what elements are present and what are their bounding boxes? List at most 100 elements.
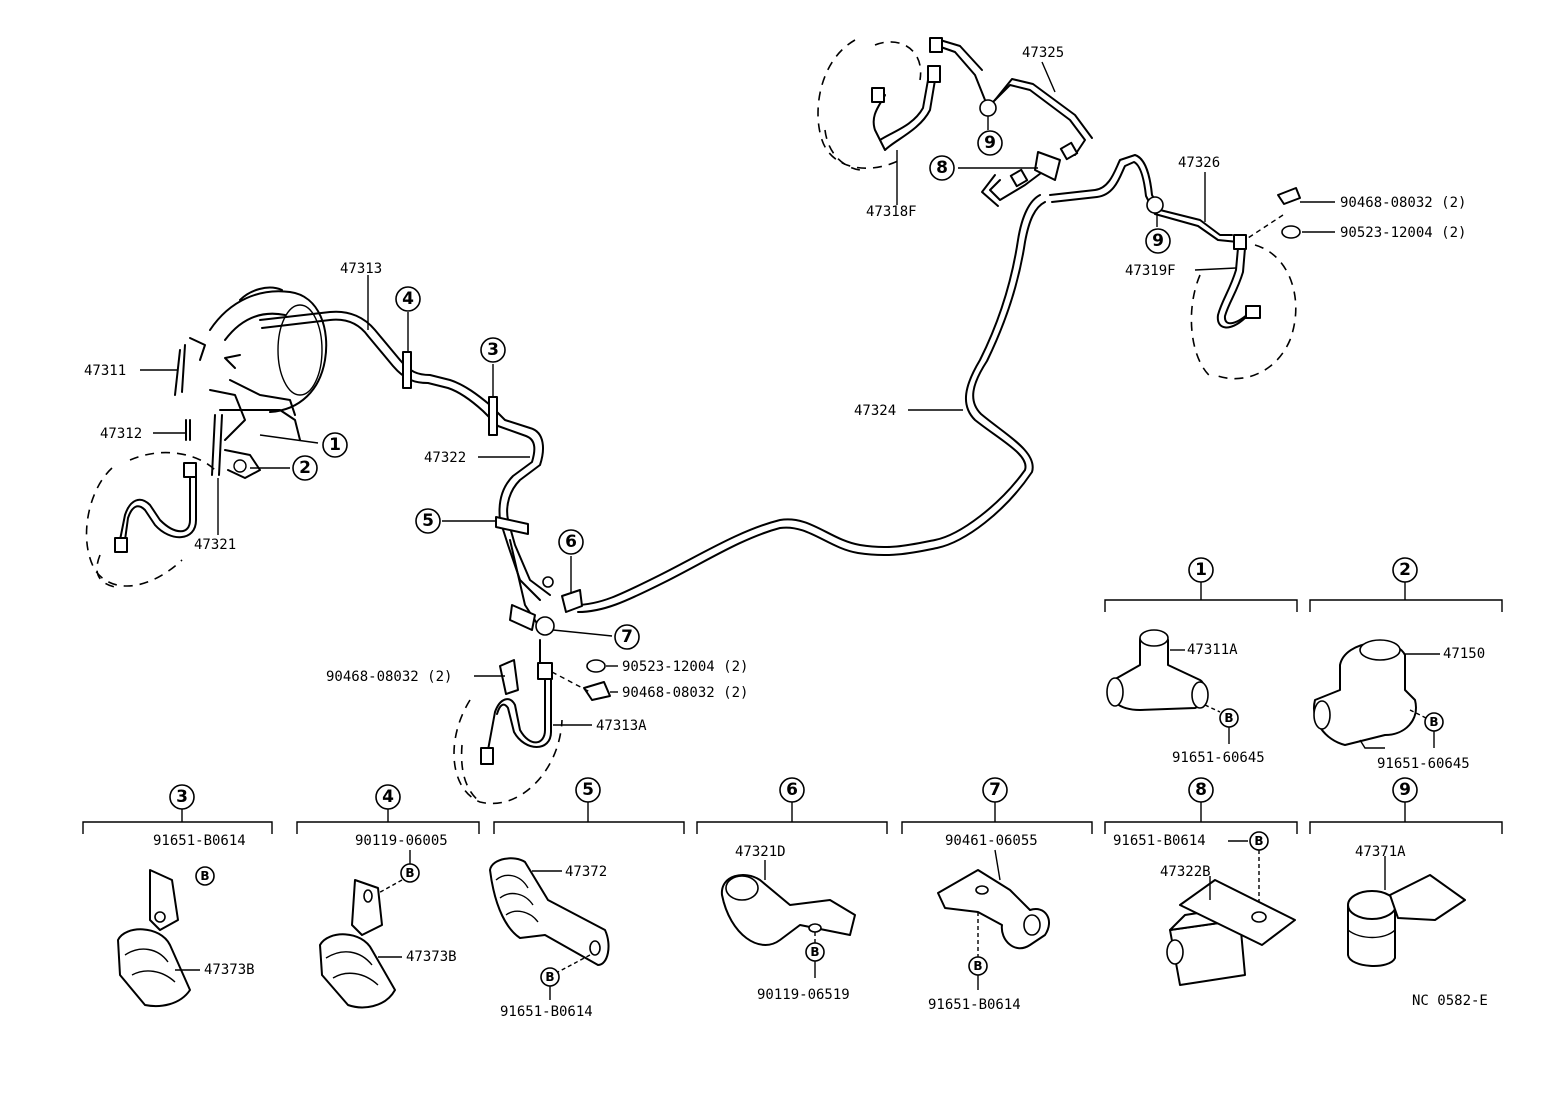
label-47371a: 47371A (1355, 844, 1406, 860)
svg-text:1: 1 (329, 435, 341, 455)
flex-hose-47313a (480, 639, 553, 765)
detail-panel-9: 9 47371A (1309, 777, 1503, 967)
svg-text:7: 7 (989, 780, 1001, 800)
label-47318f: 47318F (866, 204, 917, 220)
clamp-47373b-b (319, 879, 396, 1009)
callout-9-upper: 9 (977, 130, 1003, 156)
svg-text:4: 4 (402, 289, 414, 309)
main-labels: 4 7 3 2 5 47318F 47326 90468-08032 (2) 90523… (84, 45, 1466, 734)
label-90523-12004-mid: 90523-12004 (2) (622, 659, 748, 675)
svg-text:1: 1 (1195, 560, 1207, 580)
svg-text:9: 9 (1152, 231, 1164, 251)
label-90468-08032-mid: 90468-08032 (2) (622, 685, 748, 701)
clip-icon-90468-right (1277, 187, 1301, 205)
svg-text:B: B (973, 959, 982, 973)
svg-text:6: 6 (786, 780, 798, 800)
label-91651-60645-p2: 91651-60645 (1377, 756, 1470, 772)
label-47322: 47322 (424, 450, 466, 466)
clamp-47321d (720, 874, 856, 946)
callout-1: 1 (322, 432, 348, 458)
svg-text:B: B (200, 869, 209, 883)
brake-disc-front-left (85, 451, 216, 589)
svg-text:4: 4 (382, 787, 394, 807)
label-47313: 47313 (340, 261, 382, 277)
detail-panel-7: 7 90461-06055 B 91651-B0614 (901, 777, 1093, 1013)
brake-tube-47322-lower (499, 519, 551, 626)
label-47373b-p4: 47373B (406, 949, 457, 965)
union-8 (1009, 141, 1079, 188)
grommet-47371a (1347, 874, 1466, 967)
svg-text:8: 8 (1195, 780, 1207, 800)
svg-text:5: 5 (422, 511, 434, 531)
label-90468-08032-right: 90468-08032 (2) (1340, 195, 1466, 211)
svg-text:B: B (545, 970, 554, 984)
clamp-90461 (937, 869, 1050, 950)
brake-disc-rear-upper (817, 39, 922, 171)
callout-9-right: 9 (1145, 228, 1171, 254)
label-47321: 47321 (194, 537, 236, 553)
label-47311a: 47311A (1187, 642, 1238, 658)
label-47321d: 47321D (735, 844, 786, 860)
callout-2: 2 (292, 455, 318, 481)
brake-tube-47324 (574, 194, 1046, 613)
svg-text:B: B (1429, 715, 1438, 729)
svg-text:5: 5 (582, 780, 594, 800)
detail-panel-8: 8 91651-B0614 B 47322B (1104, 777, 1298, 986)
callout-3: 3 (480, 337, 506, 363)
clip-icon-90468-left (499, 659, 519, 695)
label-47322b: 47322B (1160, 864, 1211, 880)
callout-6: 6 (558, 529, 584, 555)
detail-panel-5: 5 47372 B 91651-B0614 (489, 777, 685, 1020)
label-47324: 47324 (854, 403, 896, 419)
brake-tube-47313 (259, 310, 544, 521)
label-47313a: 47313A (596, 718, 647, 734)
svg-text:7: 7 (621, 627, 633, 647)
label-47150: 47150 (1443, 646, 1485, 662)
label-90461-06055: 90461-06055 (945, 833, 1038, 849)
grommet-9-right (1146, 196, 1164, 214)
clip-position-5 (495, 516, 529, 535)
svg-text:8: 8 (936, 158, 948, 178)
label-90523-12004-right: 90523-12004 (2) (1340, 225, 1466, 241)
label-47319f: 47319F (1125, 263, 1176, 279)
label-47326: 47326 (1178, 155, 1220, 171)
clip-position-6 (542, 576, 583, 613)
svg-text:B: B (1224, 711, 1233, 725)
svg-text:B: B (1254, 834, 1263, 848)
leader-lines (140, 61, 1335, 726)
washer-icon-90523-right (1281, 225, 1301, 239)
flex-hose-47318f (871, 37, 943, 151)
svg-text:6: 6 (565, 532, 577, 552)
tee-block-47150 (1313, 639, 1417, 749)
detail-panel-1: 1 47311A B 91651-60645 (1104, 557, 1298, 766)
svg-text:9: 9 (1399, 780, 1411, 800)
label-91651-60645-p1: 91651-60645 (1172, 750, 1265, 766)
label-47373b-p3: 47373B (204, 962, 255, 978)
main-callouts: 9 8 9 4 3 1 2 5 6 7 (292, 130, 1171, 650)
label-47312: 47312 (100, 426, 142, 442)
detail-panel-4: 4 90119-06005 B 47373B (296, 784, 480, 1009)
brake-tube-47326 (1049, 154, 1239, 243)
brake-tube-47325 (934, 39, 1093, 207)
label-91651-b0614-p3: 91651-B0614 (153, 833, 246, 849)
svg-text:2: 2 (1399, 560, 1411, 580)
detail-panel-2: 2 47150 B 91651-60645 (1309, 557, 1503, 772)
diagram-code: NC 0582-E (1412, 993, 1488, 1009)
label-91651-b0614-p5: 91651-B0614 (500, 1004, 593, 1020)
label-91651-b0614-p7: 91651-B0614 (928, 997, 1021, 1013)
svg-text:B: B (405, 866, 414, 880)
union-7 (509, 604, 555, 636)
clamp-47373b-a (117, 869, 191, 1008)
svg-text:3: 3 (176, 787, 188, 807)
tee-joint-47311a (1106, 629, 1209, 711)
label-90468-08032-left: 90468-08032 (2) (326, 669, 452, 685)
label-47311: 47311 (84, 363, 126, 379)
label-47372: 47372 (565, 864, 607, 880)
label-90119-06005: 90119-06005 (355, 833, 448, 849)
svg-text:B: B (810, 945, 819, 959)
brake-disc-rear-right (1190, 244, 1297, 380)
callout-7: 7 (614, 624, 640, 650)
master-cylinder-assembly (114, 286, 328, 553)
